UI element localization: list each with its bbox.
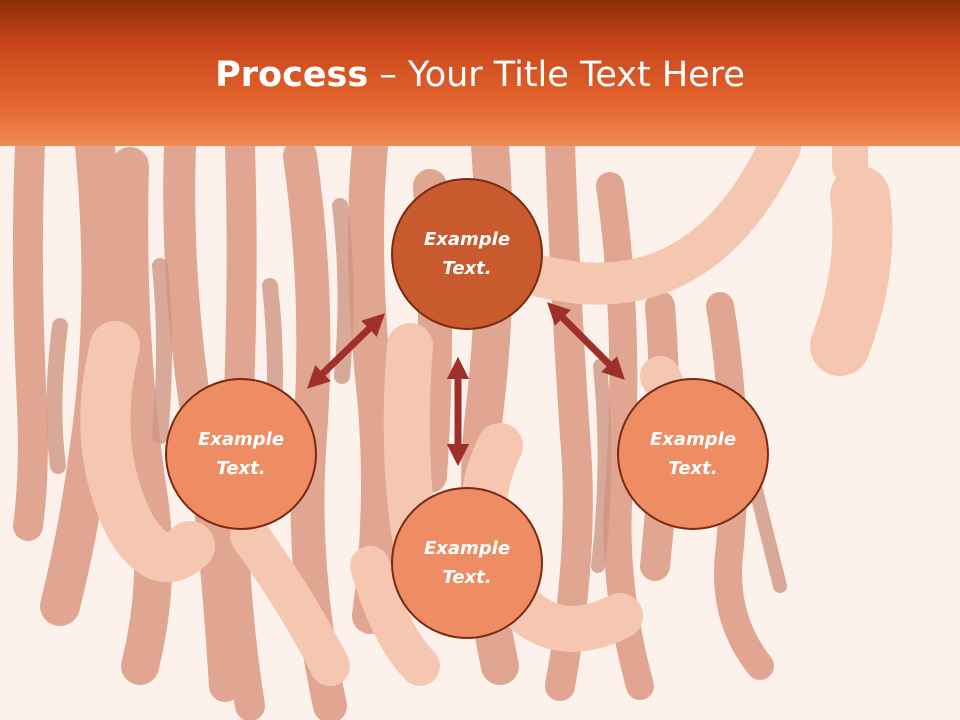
- process-node-right: Example Text.: [617, 378, 769, 530]
- node-label-line2: Text.: [668, 458, 718, 479]
- arrow-top-right: [547, 302, 625, 380]
- title-banner: Process – Your Title Text Here: [0, 0, 960, 146]
- node-label-line2: Text.: [442, 258, 492, 279]
- title-rest-part: – Your Title Text Here: [368, 55, 745, 95]
- node-label-line1: Example: [423, 229, 511, 250]
- node-label-line2: Text.: [216, 458, 266, 479]
- node-label-line1: Example: [423, 538, 511, 559]
- slide-title: Process – Your Title Text Here: [0, 50, 960, 100]
- node-label-line1: Example: [197, 429, 285, 450]
- process-node-left: Example Text.: [165, 378, 317, 530]
- process-node-top: Example Text.: [391, 178, 543, 330]
- node-label-line1: Example: [649, 429, 737, 450]
- node-label-line2: Text.: [442, 567, 492, 588]
- process-node-bottom: Example Text.: [391, 487, 543, 639]
- arrow-top-left: [306, 313, 386, 389]
- title-bold-part: Process: [215, 55, 369, 95]
